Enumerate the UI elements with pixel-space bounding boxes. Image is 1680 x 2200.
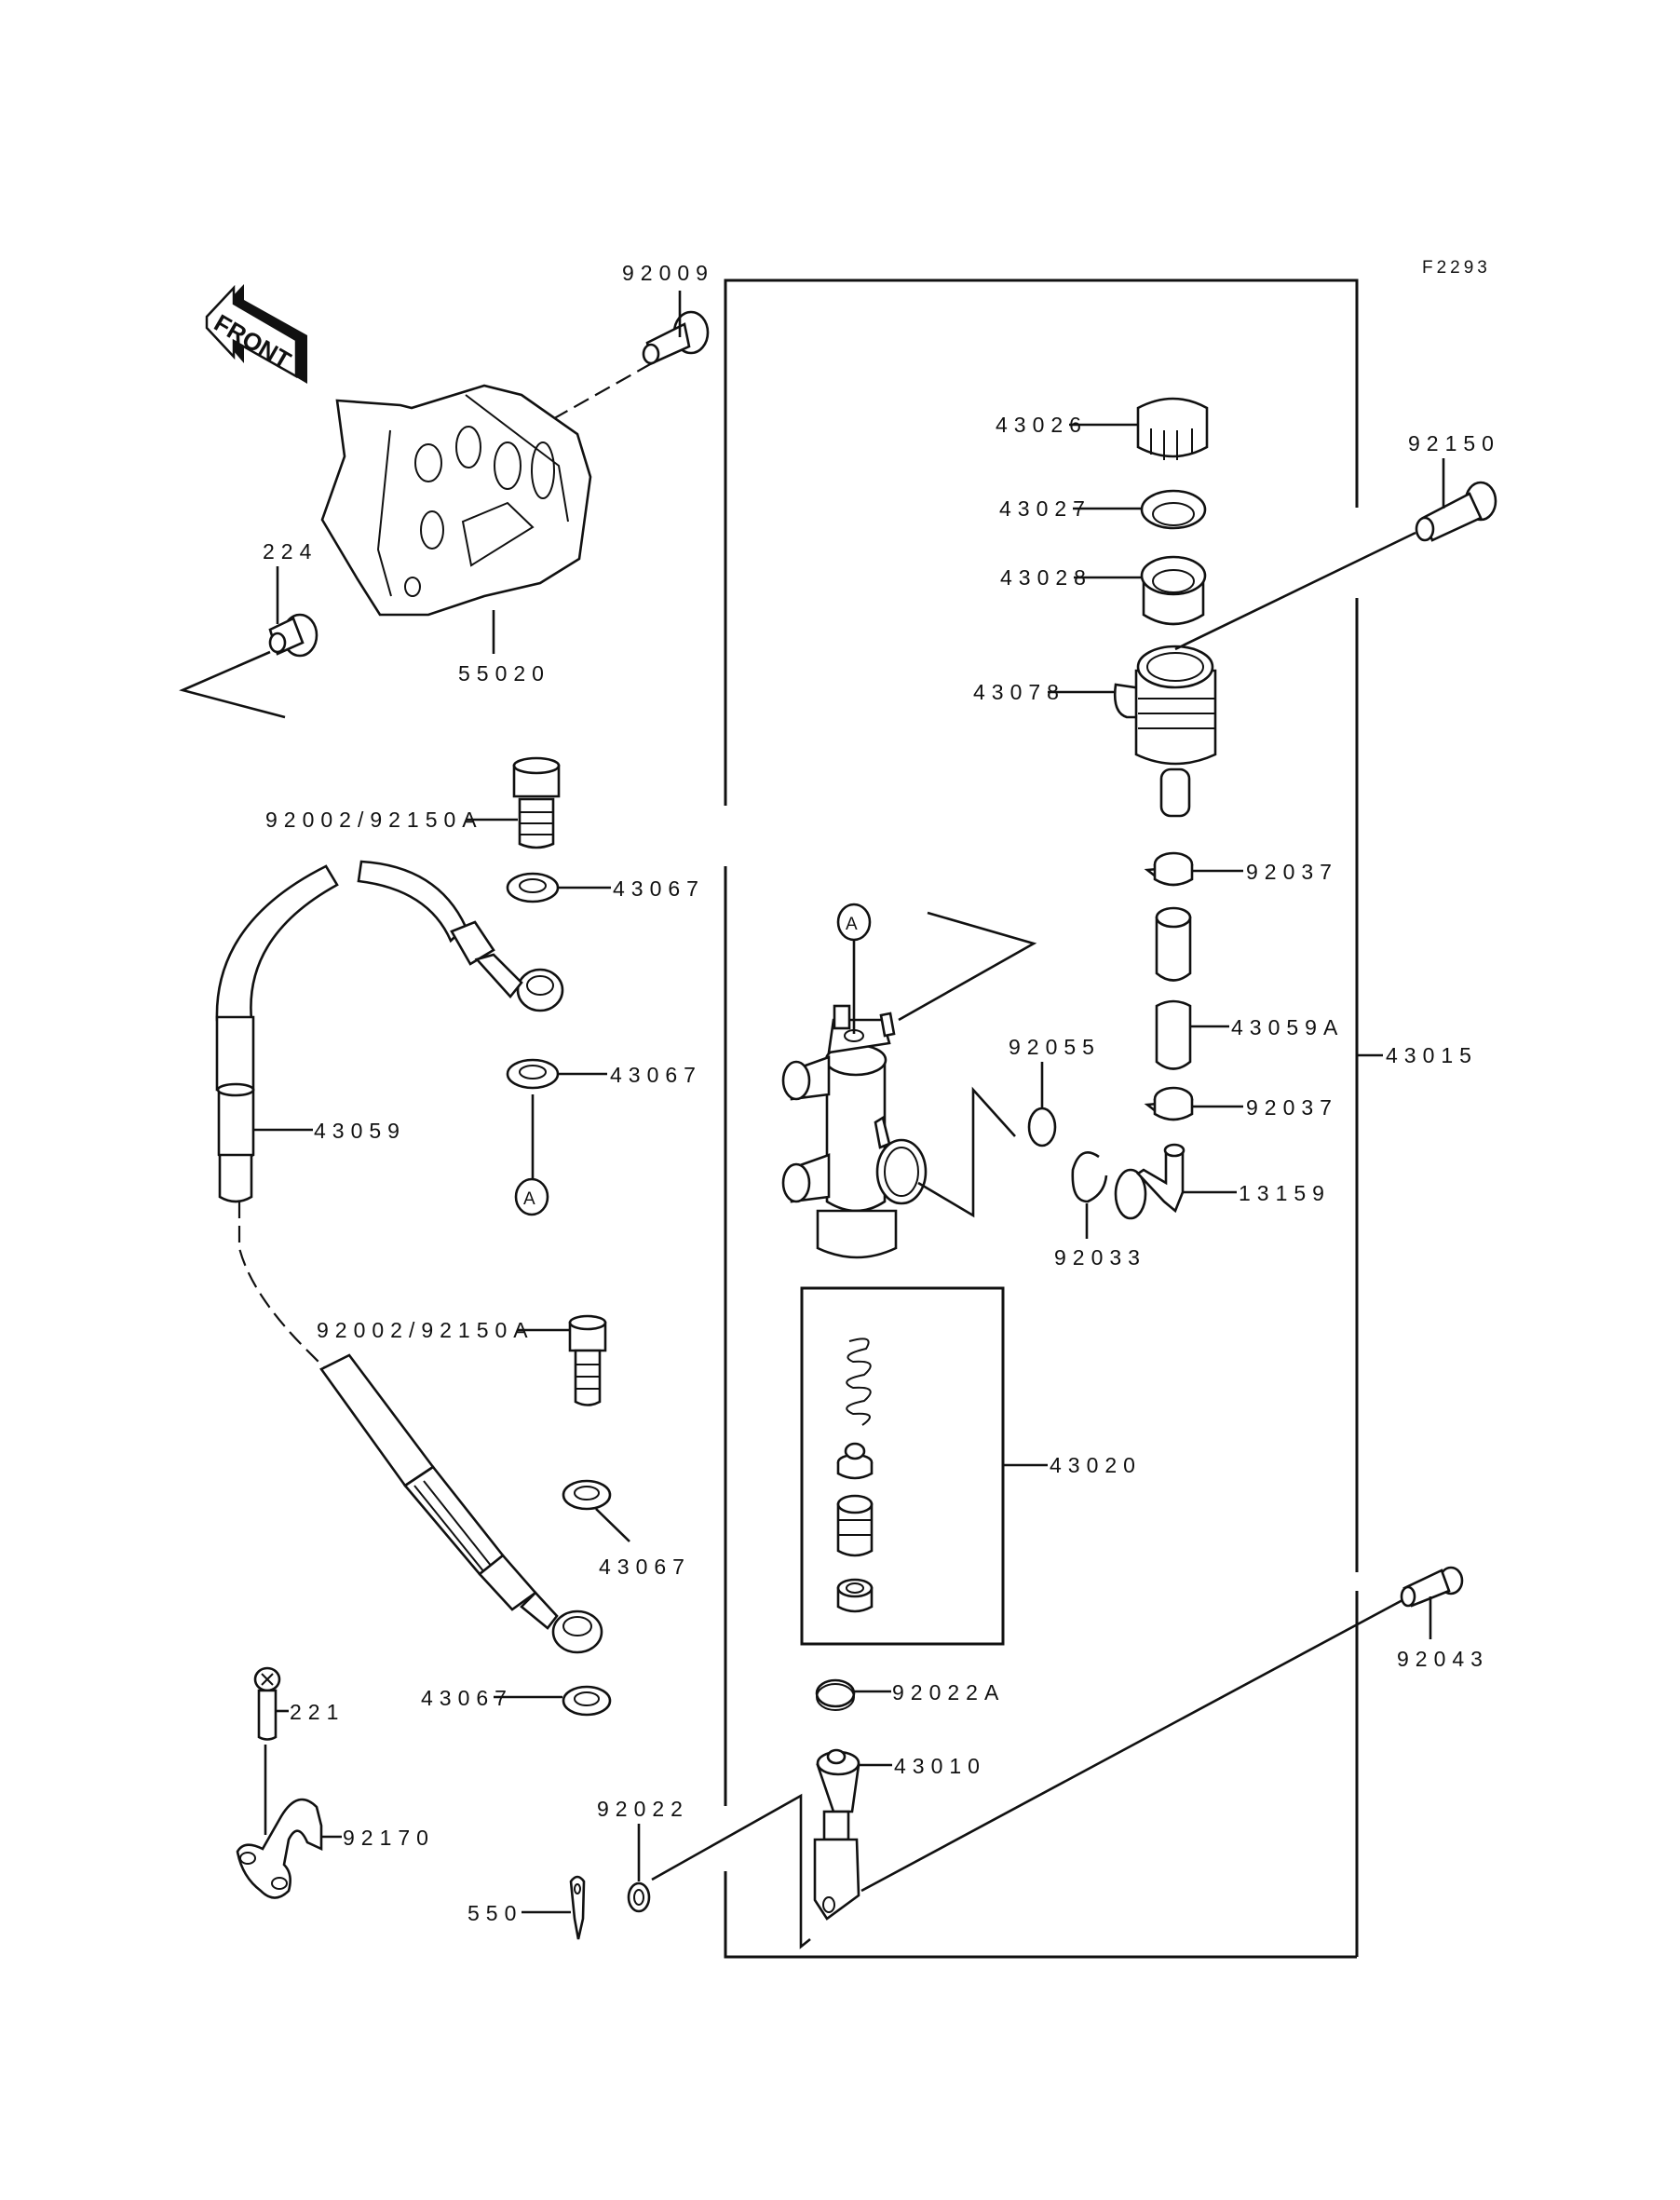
label-92002-top: 92002/92150A [265,808,483,832]
diaphragm-43027-icon [1140,489,1207,530]
guide-line-reservoir [898,911,1037,1022]
washer-43067-c-icon [562,1479,612,1511]
label-43059: 43059 [314,1119,406,1143]
clamp-92037-top-icon [1144,851,1194,887]
piston-icon [836,1494,874,1557]
label-224: 224 [263,539,318,564]
assembly-label-43015: 43015 [1386,1043,1478,1067]
leader-43067-c [595,1508,630,1542]
guide-line-92150 [1174,531,1416,651]
screw-221-icon [253,1666,281,1741]
assembly-box-43015 [724,278,1383,1959]
hose-piece-upper-icon [1155,906,1192,982]
label-43027: 43027 [999,496,1091,521]
label-43067-a: 43067 [613,876,705,901]
guide-line-92022 [651,1793,811,1949]
washer-43067-d-icon [562,1685,612,1717]
label-55020: 55020 [458,661,550,686]
plate-43028-icon [1140,555,1207,626]
front-arrow-icon: FRONT [205,284,307,384]
reservoir-cap-43026-icon [1136,397,1209,460]
svg-text:A: A [523,1189,539,1209]
label-43020-text: 43020 [1050,1453,1142,1477]
bolt-92150-icon [1415,481,1497,542]
label-92055: 92055 [1009,1035,1101,1059]
snap-ring-92022A-icon [815,1678,856,1711]
label-43067-d: 43067 [421,1686,513,1710]
marker-a-bottom: A [514,1177,549,1216]
label-92002-bottom: 92002/92150A [317,1318,535,1342]
label-92037-bottom: 92037 [1246,1095,1338,1120]
spring-icon [846,1338,872,1426]
banjo-bolt-bottom-icon [568,1314,607,1406]
circlip-92033-icon [1071,1151,1108,1203]
bolt-92009-icon [642,310,710,365]
label-92022A: 92022A [892,1680,1005,1704]
label-43059A: 43059A [1231,1015,1344,1039]
washer-43067-a-icon [506,872,560,903]
label-43067-c: 43067 [599,1555,691,1579]
label-43028: 43028 [1000,565,1092,590]
label-43067-b: 43067 [610,1063,702,1087]
cotter-pin-550-icon [569,1875,586,1940]
secondary-cup-icon [836,1578,874,1613]
pin-92043-icon [1400,1566,1464,1608]
brake-hose-lower-icon [319,1353,603,1654]
banjo-bolt-top-icon [512,756,561,849]
label-43026: 43026 [996,413,1088,437]
washer-43067-b-icon [506,1058,560,1090]
hose-continuation-line [237,1202,327,1370]
label-92037-top: 92037 [1246,860,1338,884]
washer-92022-icon [627,1881,651,1913]
figure-code: F2293 [1422,258,1491,278]
master-cylinder-body-icon [781,908,928,1259]
label-13159: 13159 [1239,1181,1331,1205]
label-92150: 92150 [1408,431,1500,455]
guide-line-outlet [917,1086,1016,1218]
clamp-92170-icon [236,1798,323,1899]
label-550: 550 [467,1901,522,1925]
screw-224-icon [268,613,318,658]
label-43010: 43010 [894,1754,986,1778]
label-92043: 92043 [1397,1647,1489,1671]
guide-line-92043 [860,1598,1403,1893]
elbow-fitting-13159-icon [1114,1143,1185,1220]
label-92022: 92022 [597,1797,689,1821]
brake-hose-43059-icon [215,860,564,1203]
piston-cup-icon [836,1442,874,1480]
clamp-92037-bottom-icon [1144,1086,1194,1121]
label-43078: 43078 [973,680,1065,704]
push-rod-43010-icon [813,1748,860,1921]
label-92009: 92009 [622,261,714,285]
label-92033: 92033 [1054,1245,1146,1270]
chain-guide-55020-icon [320,384,592,617]
hose-piece-43059A-icon [1155,999,1192,1070]
label-221: 221 [290,1700,345,1724]
label-92170: 92170 [343,1826,435,1850]
guide-line-224 [179,650,286,719]
sub-kit-box-43020 [800,1286,1005,1646]
reservoir-43078-icon [1113,645,1217,818]
o-ring-92055-icon [1027,1107,1057,1148]
marker-a-top: A [836,903,872,942]
svg-text:A: A [846,915,861,934]
